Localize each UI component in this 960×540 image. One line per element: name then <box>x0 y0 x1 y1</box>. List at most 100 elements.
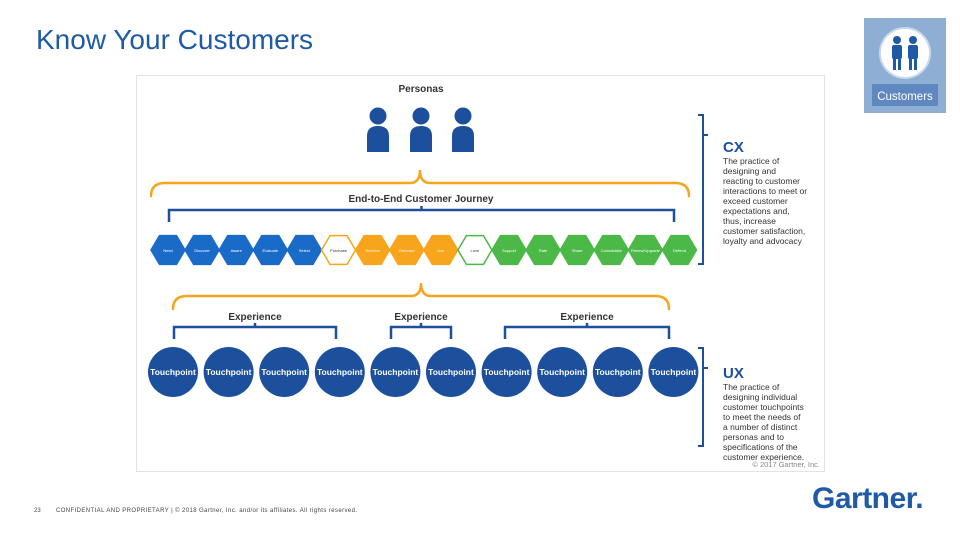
journey-step-11-hexagon <box>491 234 527 266</box>
journey-step-9-label: Use <box>437 248 445 253</box>
two-people-icon <box>872 27 938 106</box>
journey-step-16-label: Defend <box>673 248 686 253</box>
journey-bracket <box>167 206 676 222</box>
journey-step-2-label: Discover <box>194 248 210 253</box>
journey-step-10-label: Love <box>471 248 480 253</box>
touchpoint-2-label: Touchpoint <box>206 367 252 377</box>
journey-step-7-hexagon <box>354 234 391 266</box>
journey-step-7-label: Receive <box>365 248 380 253</box>
touchpoint-7-label: Touchpoint <box>484 367 530 377</box>
journey-step-6-label: Purchase <box>330 248 348 253</box>
persona-1-head-icon <box>369 107 387 125</box>
journey-step-4-label: Evaluate <box>263 248 279 253</box>
journey-step-6-hexagon <box>320 234 357 266</box>
touchpoint-6-circle <box>426 347 476 397</box>
journey-step-3-hexagon <box>218 234 255 266</box>
cx-line-1: The practice of <box>723 156 780 166</box>
journey-step-4-hexagon <box>252 234 289 266</box>
touchpoint-5-circle <box>370 347 421 397</box>
logo-text: Gartner <box>812 482 916 515</box>
slide-title: Know Your Customers <box>36 24 314 55</box>
journey-step-3-label: Aware <box>231 248 243 253</box>
experience-brace <box>171 282 671 311</box>
touchpoint-3-circle <box>259 347 310 397</box>
journey-step-2-hexagon <box>184 234 220 266</box>
touchpoint-1-label: Touchpoint <box>150 367 196 377</box>
touchpoint-9-label: Touchpoint <box>595 367 641 377</box>
touchpoint-9-circle <box>592 347 643 397</box>
personas-label: Personas <box>398 84 443 95</box>
touchpoint-10-circle <box>648 347 699 397</box>
touchpoint-1-circle <box>148 347 198 397</box>
cx-line-4: interactions to meet or <box>723 186 807 196</box>
logo-dot: . <box>915 482 924 515</box>
ux-line-5: a number of distinct <box>723 422 798 432</box>
cx-line-5: exceed customer <box>723 196 788 206</box>
experience-bracket-1 <box>172 323 338 339</box>
cx-bracket <box>698 114 708 265</box>
touchpoint-8-circle <box>537 347 588 397</box>
touchpoint-6-label: Touchpoint <box>428 367 474 377</box>
page-number: 23 <box>34 508 41 514</box>
footer-text: CONFIDENTIAL AND PROPRIETARY | © 2018 Ga… <box>56 508 358 514</box>
touchpoint-10-label: Touchpoint <box>651 367 697 377</box>
touchpoint-4-circle <box>314 347 365 397</box>
persona-3-body-icon <box>452 126 474 152</box>
journey-step-15-hexagon <box>627 234 664 266</box>
journey-step-15-label: Renew/Upgrade <box>631 248 661 253</box>
journey-label: End-to-End Customer Journey <box>348 194 493 205</box>
journey-step-14-hexagon <box>593 234 630 266</box>
touchpoint-3-label: Touchpoint <box>261 367 307 377</box>
cx-line-8: customer satisfaction, <box>723 226 805 236</box>
touchpoint-5-label: Touchpoint <box>373 367 419 377</box>
cx-line-3: reacting to customer <box>723 176 800 186</box>
experience-bracket-2 <box>389 323 453 339</box>
ux-line-6: personas and to <box>723 432 784 442</box>
ux-line-1: The practice of <box>723 382 780 392</box>
journey-step-8-hexagon <box>388 234 425 266</box>
touchpoint-8-label: Touchpoint <box>539 367 585 377</box>
persona-3-head-icon <box>454 107 472 125</box>
experience-bracket-3 <box>503 323 671 339</box>
journey-step-5-hexagon <box>286 234 323 266</box>
journey-step-1-hexagon <box>150 234 186 266</box>
cx-line-9: loyalty and advocacy <box>723 236 803 246</box>
gartner-logo: Gartner. <box>812 482 924 516</box>
touchpoint-4-label: Touchpoint <box>317 367 363 377</box>
persona-1-body-icon <box>367 126 389 152</box>
ux-line-7: specifications of the <box>723 442 798 452</box>
touchpoint-7-circle <box>481 347 532 397</box>
experience-label-3: Experience <box>560 312 614 323</box>
journey-step-12-label: Rate <box>539 248 548 253</box>
persona-2-head-icon <box>412 107 430 125</box>
journey-step-1-label: Need <box>163 248 173 253</box>
diagram-copyright: © 2017 Gartner, Inc. <box>752 460 820 469</box>
touchpoint-2-circle <box>203 347 254 397</box>
journey-step-5-label: Select <box>299 248 311 253</box>
journey-step-13-hexagon <box>559 234 596 266</box>
badge-label: Customers <box>877 91 933 103</box>
journey-step-9-hexagon <box>422 234 459 266</box>
ux-line-4: to meet the needs of <box>723 412 801 422</box>
cx-line-2: designing and <box>723 166 776 176</box>
journey-step-16-hexagon <box>661 234 698 266</box>
experience-label-1: Experience <box>228 312 282 323</box>
journey-step-11-label: Support <box>502 248 517 253</box>
ux-bracket <box>698 347 708 447</box>
ux-line-8: customer experience. <box>723 452 804 462</box>
ux-line-2: designing individual <box>723 392 797 402</box>
journey-step-13-label: Share <box>572 248 583 253</box>
cx-line-7: thus, increase <box>723 216 776 226</box>
journey-step-8-label: Onboard <box>399 248 415 253</box>
experience-label-2: Experience <box>394 312 448 323</box>
cx-heading: CX <box>723 139 744 156</box>
journey-step-12-hexagon <box>525 234 561 266</box>
cx-line-6: expectations and, <box>723 206 790 216</box>
personas-brace <box>149 169 691 198</box>
ux-heading: UX <box>723 365 744 382</box>
persona-2-body-icon <box>410 126 432 152</box>
journey-step-10-hexagon <box>457 234 493 266</box>
ux-line-3: customer touchpoints <box>723 402 804 412</box>
